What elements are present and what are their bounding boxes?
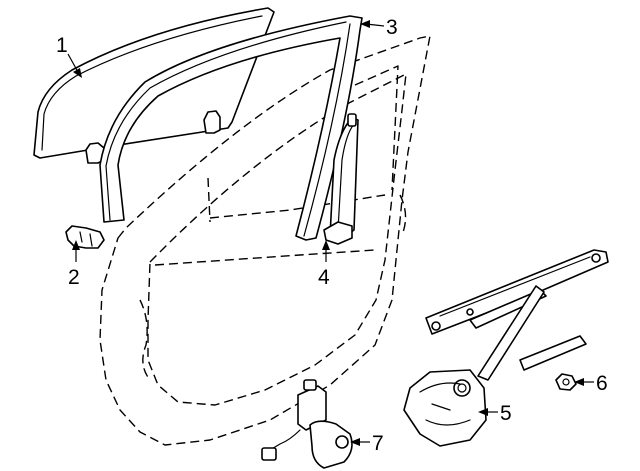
window-regulator: [403, 249, 609, 447]
clip-part: [65, 225, 105, 249]
callout-7: 7: [372, 432, 384, 455]
callout-6: 6: [596, 372, 608, 395]
callout-5: 5: [500, 402, 512, 425]
nut-part: [555, 373, 577, 391]
callout-4: 4: [318, 266, 330, 289]
rear-window-guide: [323, 113, 359, 245]
callout-3: 3: [386, 16, 398, 39]
window-motor: [261, 379, 353, 469]
callout-1: 1: [56, 34, 68, 57]
glass-run-channel: [99, 15, 363, 241]
leader-lines: [67, 20, 594, 446]
callout-2: 2: [68, 266, 80, 289]
